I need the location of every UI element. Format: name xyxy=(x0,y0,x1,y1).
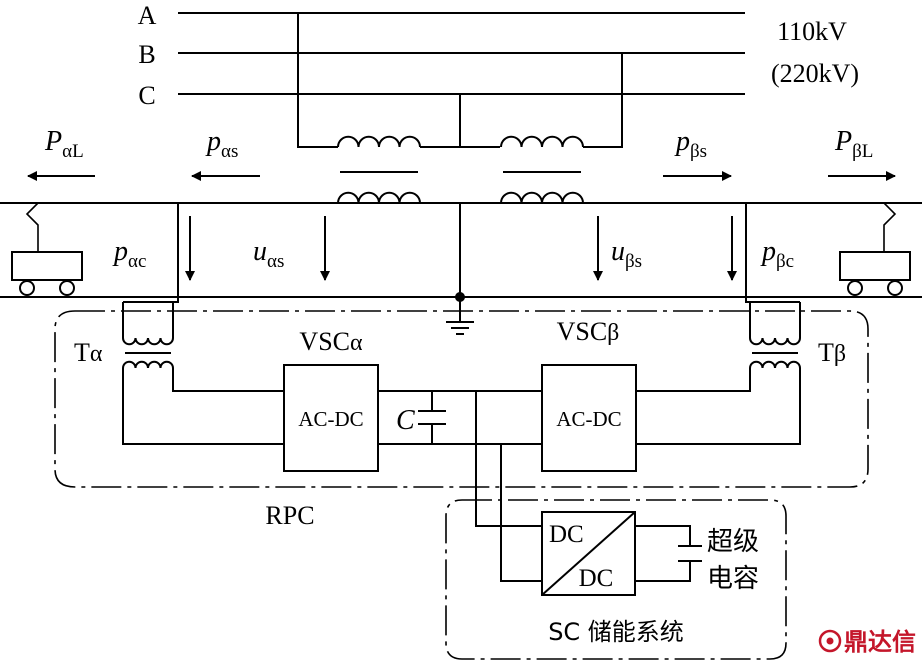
dc-link xyxy=(378,390,542,445)
t-alpha-primary-coil xyxy=(122,337,174,346)
capacitor-label: C xyxy=(396,405,415,436)
dcdc-top-label: DC xyxy=(549,521,584,548)
sc-system-label: SC 储能系统 xyxy=(548,618,684,646)
p-alpha-s-label: pαs xyxy=(205,126,238,162)
t-beta-to-vsc-top xyxy=(636,368,751,392)
beta-secondary-coil xyxy=(500,191,584,204)
vsc-beta-title: VSCβ xyxy=(557,317,620,346)
grid-voltage-alt-label: (220kV) xyxy=(771,59,859,88)
p-alpha-c-label: pαc xyxy=(112,236,146,272)
t-alpha-to-vsc-top xyxy=(172,368,284,392)
train-left xyxy=(11,202,83,296)
phase-c-label: C xyxy=(138,81,155,110)
t-alpha-wiring xyxy=(122,203,179,338)
u-beta-s-label: uβs xyxy=(611,236,642,272)
t-alpha-label: Tα xyxy=(74,338,103,367)
alpha-primary-coil xyxy=(337,135,421,148)
vsc-alpha-function-label: AC-DC xyxy=(298,407,363,431)
supercapacitor-label-line1: 超级 xyxy=(707,527,759,557)
dc-link-capacitor xyxy=(418,410,446,425)
supercapacitor-symbol xyxy=(678,545,702,562)
alpha-secondary-coil xyxy=(337,191,421,204)
phase-b-label: B xyxy=(138,40,155,69)
vsc-beta-box xyxy=(541,364,637,472)
t-beta-label: Tβ xyxy=(818,338,846,367)
watermark-text: 鼎达信 xyxy=(844,628,916,656)
t-alpha-to-vsc-bottom xyxy=(122,368,284,445)
dc-bus-to-dcdc-bottom xyxy=(500,444,542,582)
sc-system-boundary xyxy=(445,499,787,660)
t-beta-to-vsc-bottom xyxy=(636,368,801,445)
watermark-logo-icon xyxy=(818,629,842,653)
phase-a-label: A xyxy=(138,1,157,30)
rpc-label: RPC xyxy=(265,501,314,530)
rail-junction-dot xyxy=(455,292,465,302)
watermark: 鼎达信 xyxy=(818,628,916,656)
t-beta-primary-coil xyxy=(749,337,801,346)
p-beta-s-label: pβs xyxy=(674,126,707,162)
u-alpha-s-label: uαs xyxy=(253,236,284,272)
dcdc-diagonal xyxy=(541,511,636,596)
ground-symbol xyxy=(446,321,474,335)
vsc-beta-function-label: AC-DC xyxy=(556,407,621,431)
dc-bus-to-dcdc-top xyxy=(475,391,542,527)
vsc-alpha-title: VSCα xyxy=(299,327,363,356)
vsc-alpha-box xyxy=(283,364,379,472)
grid-voltage-label: 110kV xyxy=(777,17,847,46)
three-phase-bus xyxy=(178,12,745,95)
p-beta-c-label: pβc xyxy=(760,236,794,272)
train-right xyxy=(839,202,911,296)
dcdc-bottom-label: DC xyxy=(579,565,614,592)
rpc-boundary xyxy=(54,310,869,488)
supercapacitor-wiring xyxy=(635,525,691,582)
t-beta-secondary-coil xyxy=(749,360,801,369)
traction-transformer-primary-wiring xyxy=(297,13,623,148)
p-alpha-load-label: PαL xyxy=(44,126,84,162)
beta-primary-coil xyxy=(500,135,584,148)
t-alpha-secondary-coil xyxy=(122,360,174,369)
supercapacitor-label-line2: 电容 xyxy=(707,564,759,594)
p-beta-load-label: PβL xyxy=(834,126,873,162)
t-beta-wiring xyxy=(745,203,801,338)
